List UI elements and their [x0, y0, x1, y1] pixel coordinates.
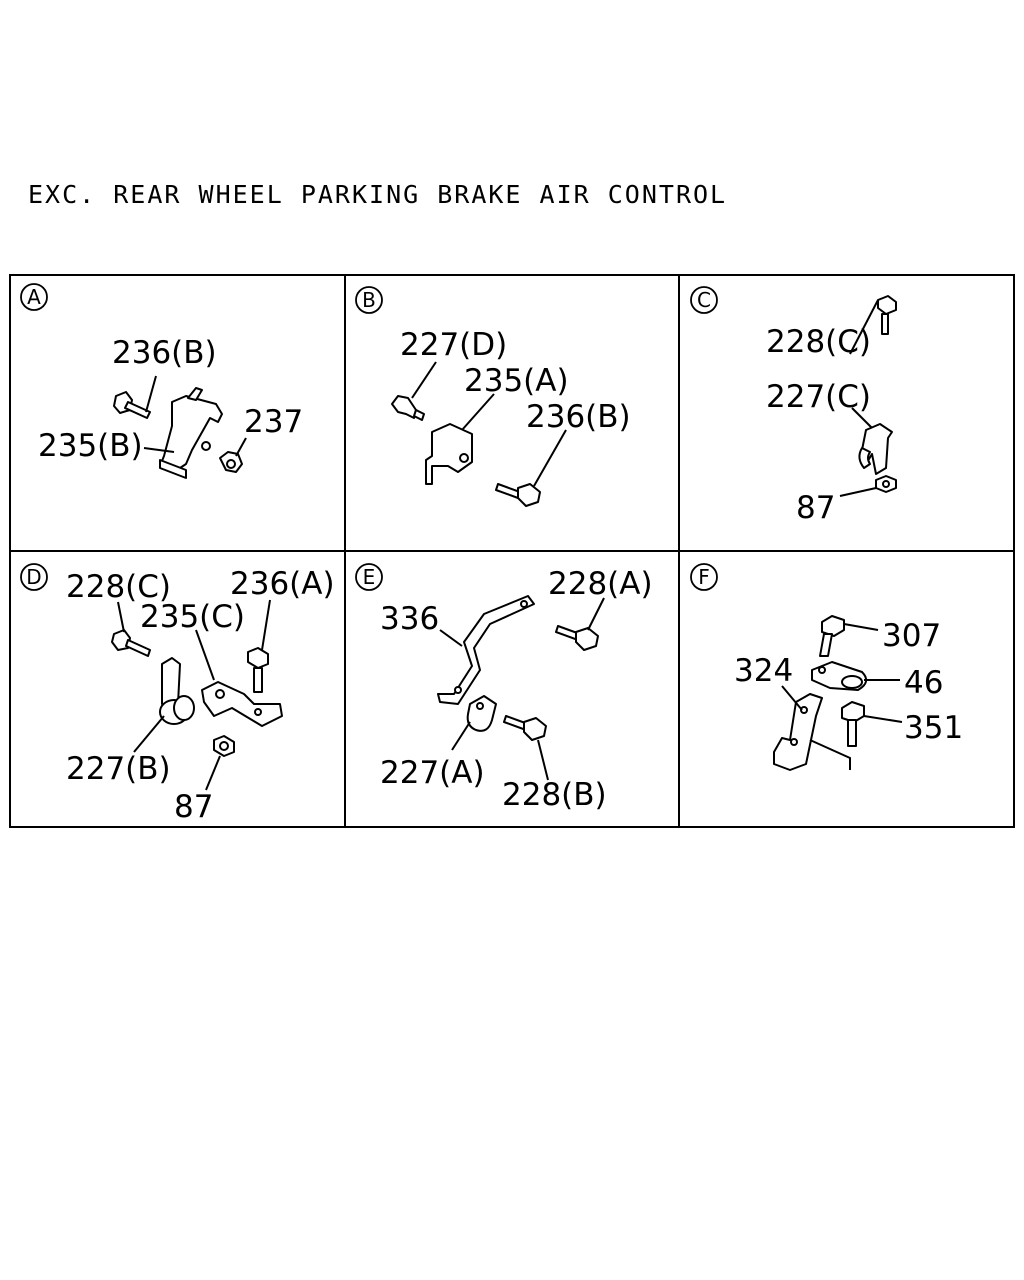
nut-237 [219, 451, 243, 473]
bracket-235a [425, 423, 473, 485]
label-351: 351 [904, 710, 963, 746]
bolt-228b [503, 715, 547, 741]
panel-d: D [20, 563, 335, 825]
label-227b: 227(B) [66, 751, 171, 787]
label-235a: 235(A) [464, 363, 569, 399]
panel-a-letter: A [27, 285, 41, 309]
bolt-236a [247, 647, 269, 693]
label-236a: 236(A) [230, 566, 335, 602]
clamp-227b [159, 657, 195, 725]
bracket-235b [159, 387, 223, 479]
label-324: 324 [734, 653, 793, 689]
panel-c-letter: C [697, 288, 711, 312]
clip-227d [391, 395, 425, 421]
bolt-351 [841, 701, 865, 747]
label-227c: 227(C) [766, 379, 871, 415]
diagram-title: EXC. REAR WHEEL PARKING BRAKE AIR CONTRO… [28, 180, 728, 209]
panel-d-letter-circle: D [20, 563, 48, 591]
panel-b-letter-circle: B [355, 286, 383, 314]
label-228a: 228(A) [548, 566, 653, 602]
panel-grid [9, 274, 1015, 828]
panel-e: E 228(A) 336 227(A) 228(B) [355, 563, 653, 813]
label-237: 237 [244, 404, 303, 440]
label-227d: 227(D) [400, 327, 507, 363]
bolt-307 [819, 615, 845, 657]
panel-b: B 227(D) 235(A) 236(B) [355, 286, 631, 507]
bracket-235c [201, 681, 283, 727]
bracket-336 [437, 595, 535, 705]
label-235c: 235(C) [140, 599, 245, 635]
panel-b-letter: B [362, 288, 376, 312]
panel-f-letter: F [698, 565, 710, 589]
label-336: 336 [380, 601, 439, 637]
bolt-236b-b [495, 483, 541, 507]
panel-e-letter: E [363, 565, 376, 589]
label-236b-b: 236(B) [526, 399, 631, 435]
clamp-46 [811, 661, 868, 691]
nut-87-d [213, 735, 235, 757]
bolt-236b [113, 391, 151, 419]
panel-d-letter: D [26, 565, 41, 589]
label-87-c: 87 [796, 490, 835, 526]
bolt-228c-d [111, 629, 151, 657]
panel-a-letter-circle: A [20, 283, 48, 311]
label-87-d: 87 [174, 789, 213, 825]
bolt-228a [555, 625, 599, 651]
label-235b: 235(B) [38, 428, 143, 464]
panel-f: F 307 324 46 [690, 563, 963, 771]
bolt-228c [877, 295, 897, 335]
panel-c: C 228(C) 227(C) 87 [690, 286, 897, 526]
label-46: 46 [904, 665, 943, 701]
label-227a: 227(A) [380, 755, 485, 791]
label-228c: 228(C) [766, 324, 871, 360]
clamp-227a [466, 695, 497, 732]
panel-c-letter-circle: C [690, 286, 718, 314]
nut-87-c [875, 475, 897, 493]
panel-e-letter-circle: E [355, 563, 383, 591]
panel-a: A 236(B) 237 235(B) [20, 283, 303, 479]
label-228b: 228(B) [502, 777, 607, 813]
clamp-227c [858, 423, 893, 475]
panel-f-letter-circle: F [690, 563, 718, 591]
bracket-324 [773, 693, 851, 771]
label-307: 307 [882, 618, 941, 654]
label-236b: 236(B) [112, 335, 217, 371]
label-228c-d: 228(C) [66, 569, 171, 605]
